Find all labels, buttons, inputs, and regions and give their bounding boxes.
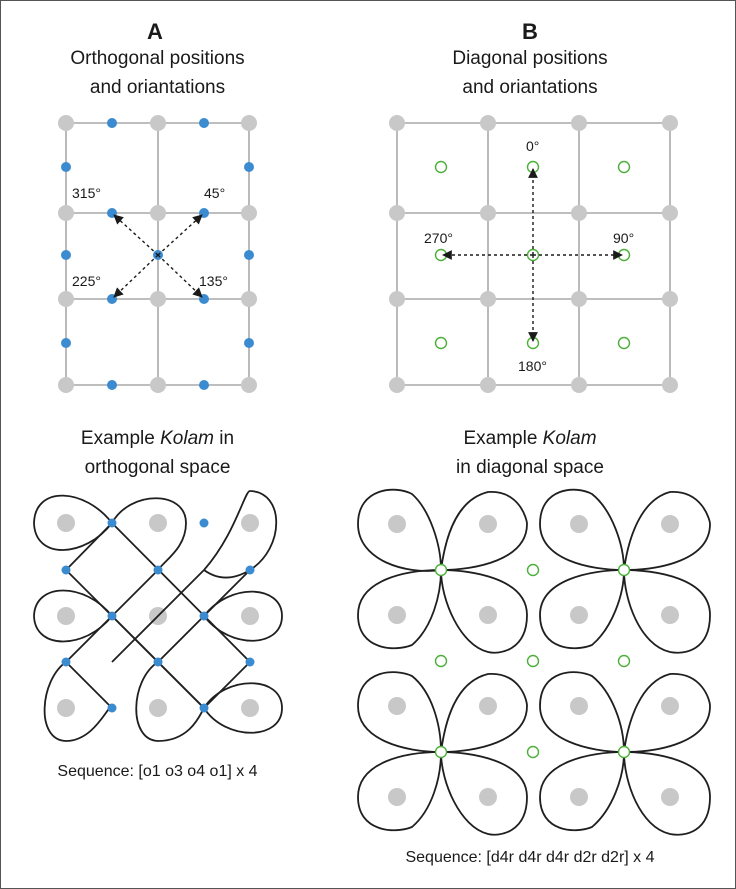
angle-label-180: 180°: [518, 358, 547, 374]
panel-a-letter: A: [147, 19, 163, 44]
diagonal-kolam-dots: [388, 515, 679, 806]
orthogonal-kolam-points: [61, 518, 255, 713]
angle-label-225: 225°: [72, 273, 101, 289]
orthogonal-kolam-curve: [33, 490, 283, 742]
panel-b-title-line2: and oriantations: [462, 77, 598, 98]
angle-label-90: 90°: [613, 230, 634, 246]
orthogonal-position-dots: [61, 118, 254, 390]
angle-label-0: 0°: [526, 138, 539, 154]
panel-a-title-line2: and oriantations: [89, 77, 226, 98]
example-a-caption-line1: Example Kolam in: [80, 428, 235, 449]
diagonal-kolam-rings: [434, 563, 631, 759]
angle-label-45: 45°: [204, 185, 225, 201]
example-b-caption-line1: Example Kolam: [463, 428, 597, 449]
angle-label-135: 135°: [199, 273, 228, 289]
panel-a-title-line1: Orthogonal positions: [70, 48, 245, 69]
example-a-caption-line2: orthogonal space: [84, 457, 231, 478]
angle-label-270: 270°: [424, 230, 453, 246]
diagonal-grid-dots: [389, 115, 678, 393]
example-b-caption-line2: in diagonal space: [456, 457, 604, 478]
sequence-b: Sequence: [d4r d4r d4r d2r d2r] x 4: [405, 849, 655, 866]
diagonal-arrows: [442, 168, 623, 342]
sequence-a: Sequence: [o1 o3 o4 o1] x 4: [57, 763, 258, 780]
orthogonal-grid-dots: [58, 115, 257, 393]
diagonal-kolam-curve: [357, 488, 711, 836]
panel-b-letter: B: [522, 19, 538, 44]
angle-label-315: 315°: [72, 185, 101, 201]
panel-b-title-line1: Diagonal positions: [452, 48, 608, 69]
orthogonal-arrows: [113, 214, 203, 298]
